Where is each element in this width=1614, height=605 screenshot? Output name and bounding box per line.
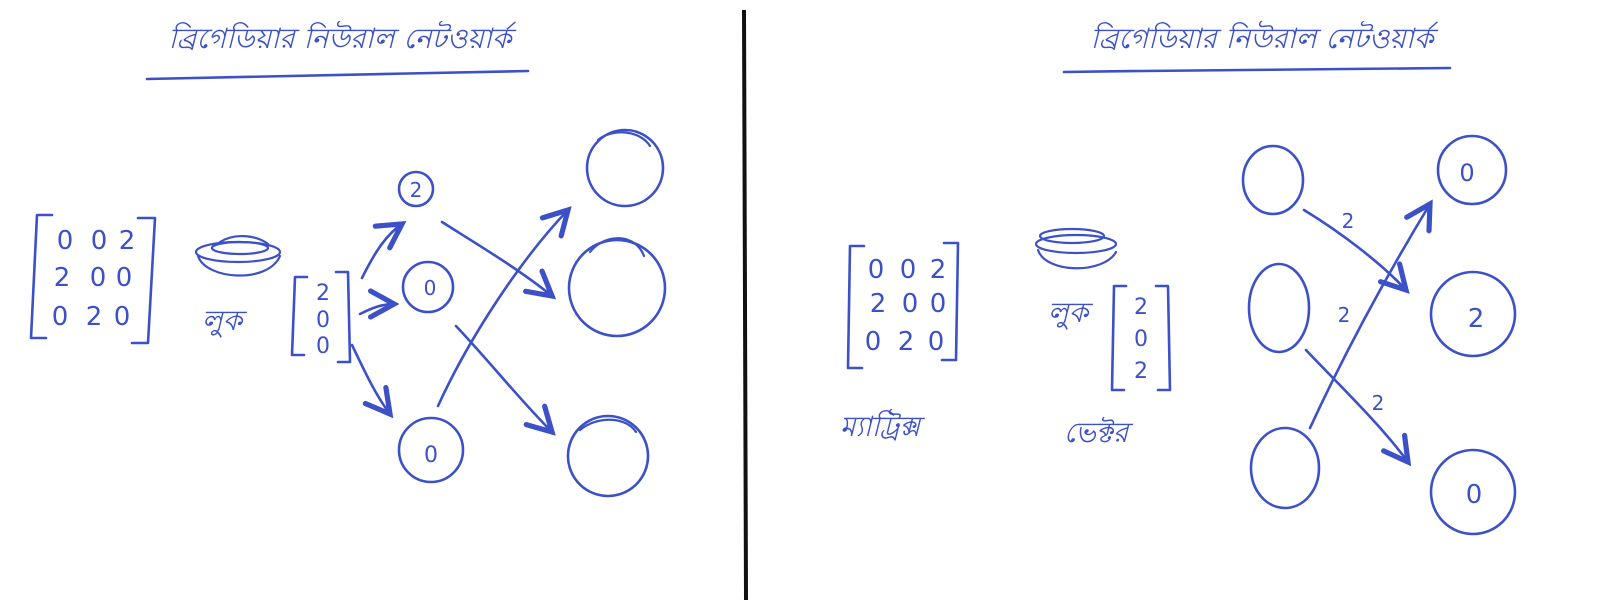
left-vector-cell: 2 <box>316 281 330 306</box>
left-hidden-node-value: 2 <box>410 178 423 202</box>
left-output-node <box>567 238 667 338</box>
left-matrix-cell: 0 <box>90 263 107 293</box>
right-matrix-bracket-left <box>846 244 866 370</box>
right-vector-bracket-left <box>1110 284 1128 392</box>
left-matrix-bracket-left <box>29 213 54 340</box>
left-hidden-node-value: 0 <box>424 276 437 300</box>
left-matrix-bracket-right <box>130 216 157 345</box>
right-matrix-cell: 0 <box>928 327 945 357</box>
left-matrix-cell: 0 <box>114 302 131 332</box>
left-matrix-cell: 0 <box>57 226 74 256</box>
right-matrix-label: ম্যাট্রিক্স <box>840 408 926 443</box>
left-arrow-vector-h3 <box>350 343 390 414</box>
right-arrow-i2-o3 <box>1304 348 1408 462</box>
right-matrix-cell: 0 <box>865 327 882 357</box>
left-arrow-h2-o3 <box>454 324 552 432</box>
left-hidden-node <box>397 416 465 484</box>
left-matrix: 0 0 2 2 0 0 0 2 0 <box>29 213 157 345</box>
left-output-node-stroke <box>588 237 646 258</box>
right-output-node-value: 0 <box>1459 159 1474 187</box>
left-arrow-h1-o2 <box>440 220 552 296</box>
left-matrix-cell: 0 <box>91 226 108 256</box>
right-arrow-i1-o2 <box>1302 208 1406 290</box>
right-input-node <box>1247 262 1311 354</box>
right-title: ব্রিগেডিয়ার নিউরাল নেটওয়ার্ক <box>1090 20 1438 55</box>
right-output-node <box>1429 270 1517 358</box>
right-matrix-cell: 0 <box>902 289 919 319</box>
left-vector-cell: 0 <box>316 334 330 359</box>
right-matrix-cell: 2 <box>898 327 915 357</box>
right-arrow-i3-o1 <box>1308 204 1430 430</box>
left-lookup-bowl-icon <box>194 235 282 277</box>
left-output-node <box>585 128 665 208</box>
right-edge-weight: 2 <box>1338 303 1351 327</box>
right-title-underline <box>1062 66 1452 74</box>
right-panel: ব্রিগেডিয়ার নিউরাল নেটওয়ার্ক 0 0 2 2 0… <box>840 20 1517 536</box>
left-title: ব্রিগেডিয়ার নিউরাল নেটওয়ার্ক <box>168 20 516 55</box>
right-matrix-cell: 2 <box>870 289 887 319</box>
right-vector: 2 0 2 <box>1110 284 1172 392</box>
left-arrow-h3-o1 <box>436 210 568 408</box>
left-vector: 2 0 0 <box>290 270 352 364</box>
left-hidden-node <box>397 170 435 208</box>
right-output-node-value: 2 <box>1468 304 1485 334</box>
left-output-node-stroke <box>596 131 652 148</box>
left-output-node <box>566 414 650 498</box>
right-vector-cell: 2 <box>1134 295 1148 320</box>
left-hidden-node <box>401 260 455 314</box>
left-vector-bracket-right <box>334 270 352 364</box>
right-input-node <box>1249 426 1321 510</box>
right-matrix-bracket-right <box>940 241 960 362</box>
left-matrix-cell: 0 <box>52 302 69 332</box>
right-output-node-value: 0 <box>1466 480 1483 510</box>
right-vector-bracket-right <box>1154 284 1172 392</box>
left-title-underline <box>145 69 530 81</box>
left-arrow-vector-h2 <box>358 304 394 314</box>
left-panel: ব্রিগেডিয়ার নিউরাল নেটওয়ার্ক 0 0 2 2 0… <box>29 20 667 498</box>
right-output-node <box>1429 448 1517 536</box>
right-matrix-cell: 0 <box>930 289 947 319</box>
right-matrix: 0 0 2 2 0 0 0 2 0 <box>846 241 960 370</box>
right-matrix-cell: 0 <box>900 255 917 285</box>
left-arrow-vector-h1 <box>360 224 402 280</box>
left-hidden-node-value: 0 <box>424 443 438 468</box>
left-vector-cell: 0 <box>316 308 330 333</box>
left-matrix-cell: 0 <box>116 263 133 293</box>
left-output-node-stroke <box>578 418 638 434</box>
right-output-node <box>1436 134 1508 206</box>
left-matrix-cell: 2 <box>86 302 103 332</box>
left-lookup-label: লুক <box>202 304 248 338</box>
right-edge-weight: 2 <box>1372 391 1385 415</box>
right-vector-label: ভেক্টর <box>1064 416 1134 449</box>
right-edge-weight: 2 <box>1342 209 1355 233</box>
right-vector-cell: 2 <box>1134 359 1148 384</box>
right-matrix-cell: 0 <box>868 255 885 285</box>
right-lookup-bowl-icon <box>1034 227 1118 270</box>
left-matrix-cell: 2 <box>54 263 71 293</box>
left-vector-bracket-left <box>290 275 309 357</box>
right-lookup-label: লুক <box>1048 296 1094 330</box>
right-vector-cell: 0 <box>1134 327 1148 352</box>
panel-divider <box>742 9 748 601</box>
right-matrix-cell: 2 <box>930 255 947 285</box>
right-input-node <box>1241 144 1305 216</box>
left-matrix-cell: 2 <box>119 226 136 256</box>
